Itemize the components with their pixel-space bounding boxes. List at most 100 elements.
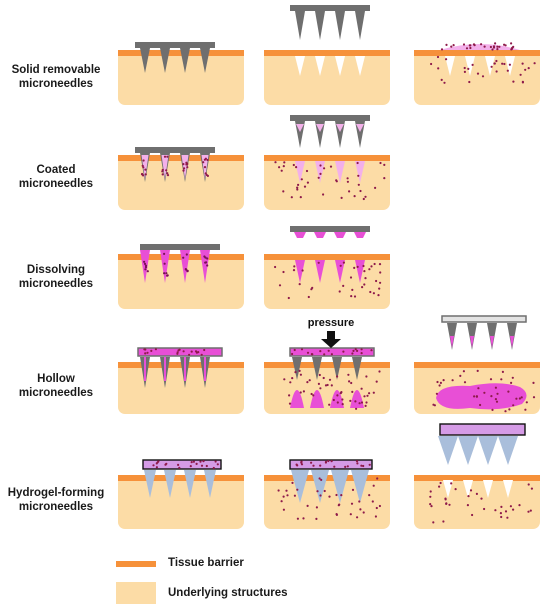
coated-c1-particle <box>203 166 207 169</box>
hollow-c2-reservoir <box>289 347 375 357</box>
solid-c3-particle <box>462 43 466 46</box>
coated-c2-particle <box>383 177 386 180</box>
hollow-c2-particle <box>298 369 301 372</box>
coated-c2-particle <box>374 186 377 189</box>
solid-c3-particle <box>495 70 498 73</box>
hydrogel-c1-needle <box>144 470 156 498</box>
hollow-c2-particle <box>347 373 350 376</box>
coated-c1-particle <box>202 161 205 164</box>
solid-c1-backing-plate <box>135 42 215 48</box>
hollow-c1-bore <box>164 357 166 381</box>
hollow-c3-particle <box>518 397 522 400</box>
hydrogel-c2-particle <box>338 503 341 506</box>
coated-c1-particle <box>163 155 167 158</box>
hollow-c2-particle <box>299 391 302 394</box>
hollow-c3-reservoir <box>441 315 527 323</box>
dissolving-c1-particle <box>166 274 169 277</box>
dissolving-c1-needle <box>160 250 170 283</box>
solid-c1-needle <box>160 48 170 73</box>
hydrogel-c2-particle <box>368 463 371 466</box>
hydrogel-c1-particle <box>177 463 180 466</box>
coated-c2-needle <box>355 121 365 148</box>
hollow-c3-needle-tip-drug <box>510 336 514 348</box>
hollow-c1-particle <box>176 352 179 355</box>
hollow-c3-particle <box>442 379 445 382</box>
hydrogel-c1-particle <box>190 461 193 464</box>
hollow-c2-particle <box>358 402 361 405</box>
hydrogel-c1-particle <box>214 460 217 463</box>
coated-c2-particle <box>280 169 283 172</box>
hollow-c2-particle <box>341 403 344 406</box>
hydrogel-c2-particle <box>315 517 318 521</box>
coated-c2-residual-coat <box>316 124 324 132</box>
solid-c1-needle <box>180 48 190 73</box>
dissolving-c2-dissolved-drug <box>335 260 345 283</box>
hydrogel-c3-particle <box>438 485 441 488</box>
hollow-c2-particle <box>299 373 302 376</box>
hydrogel-c1-particle <box>192 460 195 463</box>
solid-c3-particle <box>495 59 498 63</box>
hollow-c1-tissue <box>118 362 244 414</box>
dissolving-c2-particle <box>363 283 366 286</box>
solid-c3-particle <box>521 81 525 84</box>
solid-c3-pore <box>445 56 455 76</box>
hollow-c2-particle <box>330 384 333 387</box>
solid-c3-pore <box>505 56 515 76</box>
hydrogel-c1-barrier <box>118 475 244 481</box>
hydrogel-c1-particle <box>155 466 158 469</box>
hollow-c1-particle <box>200 353 203 356</box>
solid-c1-needle <box>140 48 150 73</box>
hydrogel-c1-particle <box>156 461 159 464</box>
pressure-arrow-icon <box>321 331 341 348</box>
hydrogel-c2-particle <box>293 494 296 497</box>
coated-c1-particle <box>203 158 206 161</box>
dissolving-c2-barrier <box>264 254 390 260</box>
coated-c2-particle <box>362 197 365 201</box>
coated-c1-particle <box>185 161 188 164</box>
hollow-c2-particle <box>378 370 381 373</box>
hydrogel-c3-particle <box>511 508 515 511</box>
solid-c2-needle <box>335 11 345 40</box>
solid-c3-particle <box>524 68 527 71</box>
dissolving-c2-particle <box>379 271 382 274</box>
hollow-c3-particle <box>508 408 511 411</box>
hydrogel-c2-tissue <box>264 475 390 529</box>
dissolving-c2-particle <box>375 279 378 283</box>
hollow-c2-particle <box>375 380 378 383</box>
hydrogel-c1-particle <box>216 463 219 466</box>
solid-c2-pore <box>335 56 345 76</box>
dissolving-c2-particle <box>342 284 345 287</box>
coated-c2-particle <box>282 165 285 168</box>
hydrogel-c2-particle <box>328 495 331 498</box>
hydrogel-c2-particle <box>355 460 359 463</box>
hollow-c1-particle <box>190 350 193 353</box>
coated-c1-backing-plate <box>135 147 215 153</box>
hollow-c2-particle <box>341 398 344 401</box>
hollow-c2-particle <box>302 390 305 393</box>
hollow-c1-particle <box>178 348 181 351</box>
hollow-c3-particle <box>476 369 479 372</box>
hydrogel-c3-particle <box>509 505 512 508</box>
hollow-c2-particle <box>365 401 368 404</box>
hollow-c3-particle <box>463 381 467 384</box>
coated-c2-backing-plate <box>290 115 370 121</box>
coated-c2-particle <box>357 183 360 186</box>
solid-c3-particle <box>471 63 474 66</box>
legend-swatch-tissue-barrier <box>116 561 156 567</box>
solid-c3-particle <box>496 45 499 48</box>
hydrogel-c2-particle <box>360 464 363 467</box>
solid-c3-particle <box>498 45 501 48</box>
hollow-c2-particle <box>339 392 342 395</box>
coated-c1-particle <box>166 174 170 177</box>
solid-c2-needle <box>355 11 365 40</box>
hydrogel-c3-particle <box>471 513 474 517</box>
dissolving-c1-particle <box>144 266 148 269</box>
hollow-c2-drug-plume <box>330 390 344 408</box>
dissolving-c1-particle <box>185 253 188 256</box>
coated-c2-drug-released <box>335 161 345 183</box>
hollow-c2-particle <box>288 394 291 397</box>
hollow-c3-particle <box>439 381 442 384</box>
hollow-c2-barrier <box>264 362 390 368</box>
hollow-c2-particle <box>372 391 375 394</box>
